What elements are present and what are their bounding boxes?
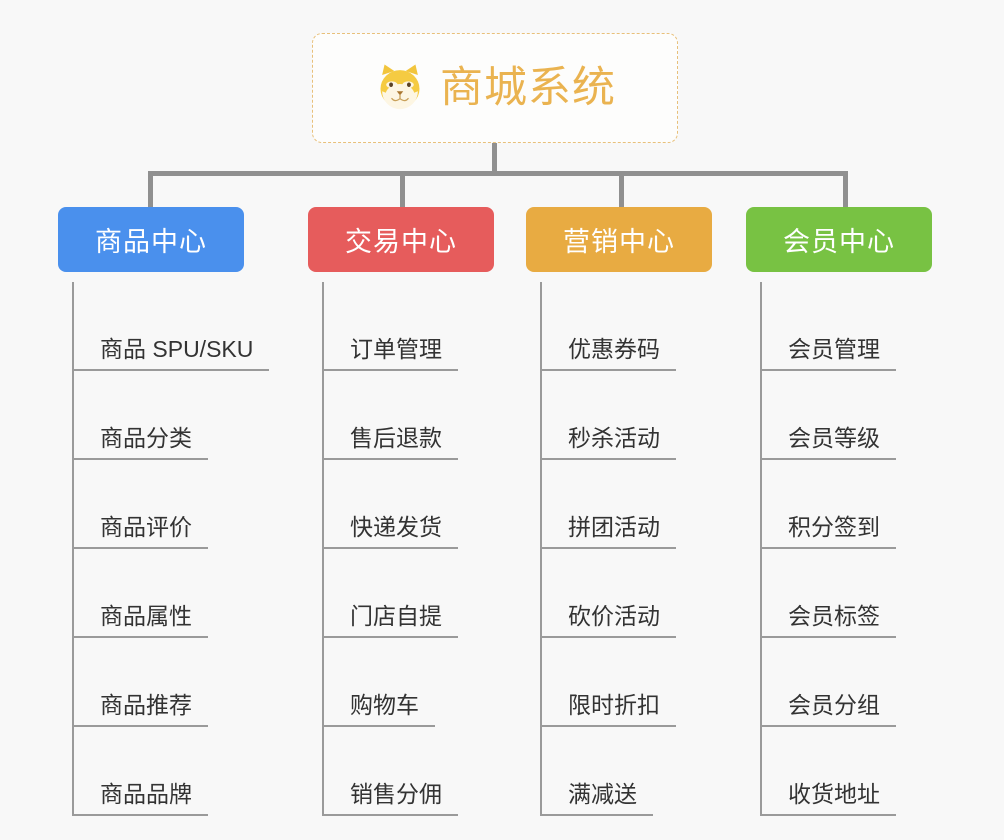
leaf-item[interactable]: 商品属性 <box>74 549 308 638</box>
shiba-dog-face-icon <box>374 62 426 114</box>
leaf-item[interactable]: 优惠券码 <box>542 282 746 371</box>
leaf-item[interactable]: 秒杀活动 <box>542 371 746 460</box>
branch-column-1: 商品中心 商品 SPU/SKU 商品分类 商品评价 商品属性 商品推荐 商品品牌 <box>58 207 308 816</box>
leaf-label: 收货地址 <box>762 781 896 816</box>
leaf-label: 会员等级 <box>762 425 896 460</box>
leaf-item[interactable]: 收货地址 <box>762 727 966 816</box>
connector-drop-2 <box>400 171 405 209</box>
leaf-item[interactable]: 会员标签 <box>762 549 966 638</box>
leaf-label: 售后退款 <box>324 425 458 460</box>
leaf-item[interactable]: 限时折扣 <box>542 638 746 727</box>
leaf-label: 门店自提 <box>324 603 458 638</box>
branch-header-2[interactable]: 交易中心 <box>308 207 494 272</box>
connector-drop-3 <box>619 171 624 209</box>
leaf-list-1: 商品 SPU/SKU 商品分类 商品评价 商品属性 商品推荐 商品品牌 <box>72 282 308 816</box>
leaf-label: 商品属性 <box>74 603 208 638</box>
leaf-label: 商品推荐 <box>74 692 208 727</box>
leaf-item[interactable]: 销售分佣 <box>324 727 528 816</box>
root-title: 商城系统 <box>440 63 616 112</box>
leaf-label: 订单管理 <box>324 336 458 371</box>
leaf-label: 秒杀活动 <box>542 425 676 460</box>
leaf-item[interactable]: 会员分组 <box>762 638 966 727</box>
leaf-item[interactable]: 购物车 <box>324 638 528 727</box>
leaf-item[interactable]: 会员等级 <box>762 371 966 460</box>
leaf-item[interactable]: 拼团活动 <box>542 460 746 549</box>
connector-drop-1 <box>148 171 153 209</box>
branch-column-3: 营销中心 优惠券码 秒杀活动 拼团活动 砍价活动 限时折扣 满减送 <box>526 207 746 816</box>
branch-column-2: 交易中心 订单管理 售后退款 快递发货 门店自提 购物车 销售分佣 <box>308 207 528 816</box>
leaf-label: 购物车 <box>324 692 435 727</box>
branch-column-4: 会员中心 会员管理 会员等级 积分签到 会员标签 会员分组 收货地址 <box>746 207 966 816</box>
leaf-list-3: 优惠券码 秒杀活动 拼团活动 砍价活动 限时折扣 满减送 <box>540 282 746 816</box>
leaf-item[interactable]: 门店自提 <box>324 549 528 638</box>
leaf-item[interactable]: 会员管理 <box>762 282 966 371</box>
leaf-label: 商品评价 <box>74 514 208 549</box>
leaf-label: 商品 SPU/SKU <box>74 336 270 371</box>
branch-header-3[interactable]: 营销中心 <box>526 207 712 272</box>
leaf-label: 砍价活动 <box>542 603 676 638</box>
branch-header-4[interactable]: 会员中心 <box>746 207 932 272</box>
leaf-label: 满减送 <box>542 781 653 816</box>
root-node[interactable]: 商城系统 <box>312 33 678 143</box>
leaf-item[interactable]: 商品评价 <box>74 460 308 549</box>
connector-drop-4 <box>843 171 848 209</box>
leaf-label: 会员分组 <box>762 692 896 727</box>
leaf-label: 优惠券码 <box>542 336 676 371</box>
leaf-label: 会员标签 <box>762 603 896 638</box>
branch-header-label: 商品中心 <box>95 227 207 257</box>
branch-header-1[interactable]: 商品中心 <box>58 207 244 272</box>
leaf-label: 拼团活动 <box>542 514 676 549</box>
leaf-item[interactable]: 商品推荐 <box>74 638 308 727</box>
connector-bus <box>148 171 848 176</box>
leaf-list-4: 会员管理 会员等级 积分签到 会员标签 会员分组 收货地址 <box>760 282 966 816</box>
leaf-item[interactable]: 商品分类 <box>74 371 308 460</box>
leaf-label: 会员管理 <box>762 336 896 371</box>
leaf-item[interactable]: 满减送 <box>542 727 746 816</box>
leaf-item[interactable]: 砍价活动 <box>542 549 746 638</box>
leaf-label: 商品分类 <box>74 425 208 460</box>
leaf-item[interactable]: 商品品牌 <box>74 727 308 816</box>
leaf-label: 销售分佣 <box>324 781 458 816</box>
leaf-item[interactable]: 订单管理 <box>324 282 528 371</box>
leaf-label: 商品品牌 <box>74 781 208 816</box>
leaf-item[interactable]: 快递发货 <box>324 460 528 549</box>
leaf-label: 限时折扣 <box>542 692 676 727</box>
connector-root-stem <box>492 143 497 175</box>
leaf-item[interactable]: 积分签到 <box>762 460 966 549</box>
branch-header-label: 会员中心 <box>783 227 895 257</box>
leaf-label: 积分签到 <box>762 514 896 549</box>
leaf-list-2: 订单管理 售后退款 快递发货 门店自提 购物车 销售分佣 <box>322 282 528 816</box>
leaf-item[interactable]: 售后退款 <box>324 371 528 460</box>
leaf-label: 快递发货 <box>324 514 458 549</box>
branch-header-label: 交易中心 <box>345 227 457 257</box>
leaf-item[interactable]: 商品 SPU/SKU <box>74 282 308 371</box>
branch-header-label: 营销中心 <box>563 227 675 257</box>
